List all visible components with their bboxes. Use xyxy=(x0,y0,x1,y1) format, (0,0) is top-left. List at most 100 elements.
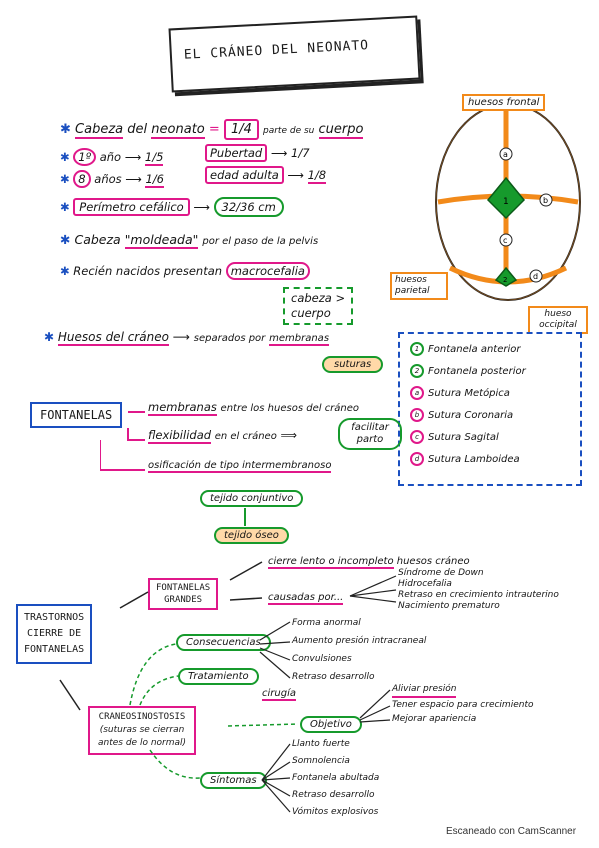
page-title: EL CRÁNEO DEL NEONATO xyxy=(183,38,370,63)
legend-text-4: Sutura Coronaria xyxy=(428,410,514,421)
molded-rest: por el paso de la pelvis xyxy=(202,236,319,247)
causa-item: Síndrome de Down xyxy=(398,568,484,578)
bones-membranas: membranas xyxy=(269,333,330,346)
year8-badge: 8 xyxy=(73,170,91,188)
text-equals: = xyxy=(208,122,220,137)
consecuencia-item: Retraso desarrollo xyxy=(292,672,375,682)
bullet-star-icon: ✱ xyxy=(44,330,55,344)
puberty-badge: Pubertad xyxy=(205,144,268,162)
fontanelle-1-icon: 1 xyxy=(410,342,424,356)
intro-adult: edad adulta ⟶ 1/8 xyxy=(205,166,327,184)
suture-a-icon: a xyxy=(410,386,424,400)
tratamiento-badge: Tratamiento xyxy=(178,668,259,685)
puberty-value: 1/7 xyxy=(291,146,310,160)
year1-value: 1/5 xyxy=(144,150,164,166)
causadas-line: causadas por... xyxy=(268,592,344,605)
perimeter-box: Perímetro cefálico xyxy=(73,198,190,216)
sintomas-badge: Síntomas xyxy=(200,772,267,789)
legend-text-3: Sutura Metópica xyxy=(428,388,510,399)
grandes-line2: GRANDES xyxy=(164,595,203,605)
molded-word: "moldeada" xyxy=(124,232,199,249)
adult-badge: edad adulta xyxy=(205,166,284,184)
trastornos-box: TRASTORNOS CIERRE DE FONTANELAS xyxy=(16,604,93,664)
sintoma-item: Vómitos explosivos xyxy=(292,807,379,817)
causa-item: Hidrocefalia xyxy=(398,579,452,589)
text-cuerpo: cuerpo xyxy=(318,122,364,139)
craneo-label: CRANEOSINOSTOSIS xyxy=(98,712,186,722)
tejido-conjuntivo-badge: tejido conjuntivo xyxy=(200,490,304,507)
perimeter-value: 32/36 cm xyxy=(213,197,284,217)
legend-text-2: Fontanela posterior xyxy=(428,366,526,377)
head-body-box: cabeza > cuerpo xyxy=(283,287,354,325)
newborn-text: Recién nacidos presentan xyxy=(73,264,223,278)
objetivo-badge: Objetivo xyxy=(300,716,362,733)
objetivo-item: Aliviar presión xyxy=(392,682,457,698)
posterior-fontanelle xyxy=(494,266,518,287)
fontanelas-flexibilidad: flexibilidad xyxy=(148,428,212,444)
legend-text-1: Fontanela anterior xyxy=(428,344,521,355)
causadas-text: causadas por... xyxy=(268,592,344,605)
head-body-line2: cuerpo xyxy=(291,306,331,320)
adult-value: 1/8 xyxy=(307,168,327,184)
suture-b-icon: b xyxy=(410,408,424,422)
occipital-label: hueso occipital xyxy=(528,306,588,334)
craneosinostosis-box: CRANEOSINOSTOSIS (suturas se cierran ant… xyxy=(88,706,197,755)
fontanelas-box: FONTANELAS xyxy=(30,402,123,428)
cierre-line: cierre lento o incompleto huesos cráneo xyxy=(268,556,470,569)
intro-year1: ✱ 1º año ⟶ 1/5 xyxy=(60,148,164,166)
footer-text: Escaneado con CamScanner xyxy=(446,826,577,837)
suturas-badge: suturas xyxy=(322,356,384,373)
causa-item: Nacimiento prematuro xyxy=(398,601,500,611)
grandes-line1: FONTANELAS xyxy=(156,583,211,593)
year8-value: 1/6 xyxy=(145,172,164,188)
objetivo-item: Mejorar apariencia xyxy=(392,714,477,724)
consecuencia-item: Convulsiones xyxy=(292,654,352,664)
fontanelle-2-label: 2 xyxy=(503,276,507,284)
marker-a: a xyxy=(503,150,508,159)
causas-list: Síndrome de Down Hidrocefalia Retraso en… xyxy=(398,568,559,612)
bones-text: separados por xyxy=(193,333,266,344)
trastornos-line2: CIERRE DE xyxy=(27,628,82,639)
fontanelas-osificacion: osificación de tipo intermembranoso xyxy=(148,460,332,473)
bullet-star-icon: ✱ xyxy=(60,200,70,214)
text-neonato: neonato xyxy=(151,122,205,139)
anterior-fontanelle xyxy=(486,176,526,220)
cirugia-label: cirugía xyxy=(262,688,296,701)
year1-badge: 1º xyxy=(73,148,97,166)
consecuencia-item: Aumento presión intracraneal xyxy=(292,636,427,646)
text-parte: parte de su xyxy=(263,126,315,136)
sintomas-list: Llanto fuerte Somnolencia Fontanela abul… xyxy=(292,736,379,821)
fontanelle-1-label: 1 xyxy=(503,197,509,207)
suture-d-icon: d xyxy=(410,452,424,466)
craneo-desc-1: (suturas se cierran xyxy=(99,725,185,735)
intro-newborn: ✱ Recién nacidos presentan macrocefalia xyxy=(60,262,310,280)
consecuencias-list: Forma anormal Aumento presión intracrane… xyxy=(292,614,426,686)
head-body-line1: cabeza > xyxy=(291,291,346,305)
cirugia-text: cirugía xyxy=(262,688,296,701)
objetivo-list: Aliviar presión Tener espacio para creci… xyxy=(392,682,533,726)
marker-d: d xyxy=(533,272,538,281)
bullet-star-icon: ✱ xyxy=(60,232,71,247)
intro-year8: ✱ 8 años ⟶ 1/6 xyxy=(60,170,164,188)
trastornos-line1: TRASTORNOS xyxy=(24,612,85,623)
sintoma-item: Somnolencia xyxy=(292,756,350,766)
fontanelas-grandes-box: FONTANELAS GRANDES xyxy=(148,578,219,610)
facilitar-parto-badge: facilitar parto xyxy=(338,418,402,450)
tejido-oseo-badge: tejido óseo xyxy=(214,527,289,544)
suture-c-icon: c xyxy=(410,430,424,444)
sintoma-item: Fontanela abultada xyxy=(292,773,380,783)
causa-item: Retraso en crecimiento intrauterino xyxy=(398,590,559,600)
bullet-star-icon: ✱ xyxy=(60,122,71,137)
skull-diagram: 1 2 a b c d xyxy=(435,103,581,301)
legend-text-6: Sutura Lamboidea xyxy=(428,454,520,465)
parietal-label: huesos parietal xyxy=(390,272,448,300)
macrocefalia-badge: macrocefalia xyxy=(225,262,310,280)
sintoma-item: Llanto fuerte xyxy=(292,739,350,749)
legend-item-3: a Sutura Metópica xyxy=(410,386,510,400)
bones-line: ✱ Huesos del cráneo ⟶ separados por memb… xyxy=(44,330,330,346)
trastornos-line3: FONTANELAS xyxy=(24,644,85,655)
fontanelas-flex-rest: en el cráneo xyxy=(214,431,277,442)
fontanelas-membranas-rest: entre los huesos del cráneo xyxy=(220,403,360,414)
